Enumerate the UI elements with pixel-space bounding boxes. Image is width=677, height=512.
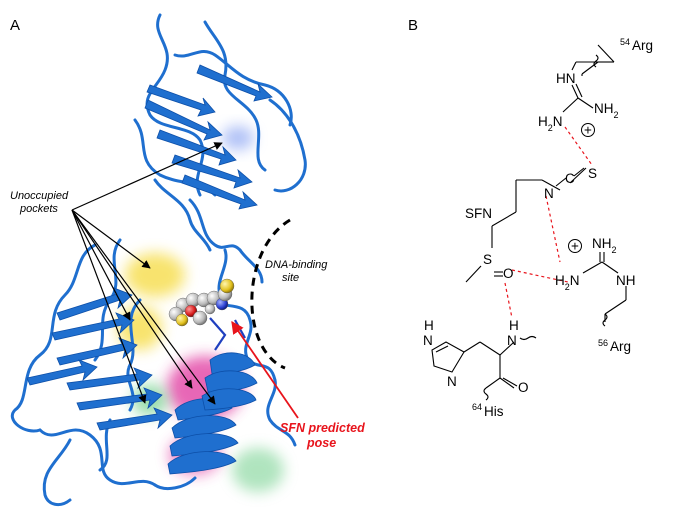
- positive-charge-icon-2: [568, 239, 582, 253]
- nh2-right-label: NH2: [594, 101, 619, 120]
- arg56-nh-label: NH: [616, 273, 636, 288]
- c-atom-label: C: [565, 171, 575, 186]
- hydrogen-bonds: [504, 126, 593, 319]
- his-h-label: H: [509, 318, 519, 333]
- h2n-left-label: H2N: [538, 114, 563, 133]
- arg56-nh2-top-label: NH2: [592, 236, 617, 255]
- arg56-h2n-label: H2N: [555, 273, 580, 292]
- sfn-ligand: [168, 278, 235, 327]
- imidazole-h-label: H: [424, 318, 434, 333]
- n-atom-label: N: [544, 186, 554, 201]
- protein-upper-strands: [144, 64, 273, 210]
- sfn-label: SFN: [465, 206, 492, 221]
- panel-a-label: A: [10, 17, 20, 34]
- sfn-pose-arrow: [231, 320, 299, 419]
- structure-bonds: [431, 44, 627, 401]
- pocket-green-lower: [232, 448, 284, 492]
- positive-charge-sign: +: [584, 123, 592, 138]
- arg54-label: Arg: [632, 38, 653, 53]
- panel-b-label: B: [408, 17, 418, 34]
- his-o-label: O: [518, 380, 529, 395]
- atom: [175, 313, 189, 327]
- dna-binding-site-label-line1: DNA-binding: [265, 259, 328, 271]
- structure-labels: 54 Arg HN H2N NH2 + S C N SFN S O + NH2 …: [423, 37, 653, 419]
- arg54-number: 54: [620, 37, 630, 47]
- his-n-label: N: [507, 333, 517, 348]
- his64-label: His: [484, 404, 504, 419]
- positive-charge-icon: [581, 123, 595, 137]
- pocket-blue: [222, 126, 254, 150]
- dna-binding-site-label-line2: site: [282, 272, 299, 284]
- panel-b: B: [408, 17, 653, 419]
- imidazole-n-label: N: [447, 374, 457, 389]
- pocket-arrows: [71, 142, 223, 405]
- positive-charge-sign-2: +: [571, 239, 579, 254]
- pocket-yellow: [125, 253, 185, 297]
- arg56-label: Arg: [610, 339, 631, 354]
- atom: [219, 278, 235, 294]
- sfn-pose-label-line2: pose: [306, 436, 336, 450]
- s-atom-label: S: [588, 166, 597, 181]
- dna-binding-site-arc: [250, 218, 291, 370]
- sfn-pose-label-line1: SFN predicted: [280, 421, 365, 435]
- unoccupied-pockets-label-line2: pockets: [19, 203, 58, 215]
- imidazole-nh-label: N: [423, 333, 433, 348]
- unoccupied-pockets-label-line1: Unoccupied: [10, 190, 69, 202]
- hn-label: HN: [556, 71, 576, 86]
- his64-number: 64: [472, 402, 482, 412]
- arg56-number: 56: [598, 338, 608, 348]
- panel-a: A: [10, 13, 365, 507]
- protein-upper-domain: [133, 13, 307, 252]
- atom: [184, 304, 198, 318]
- sulfoxide-s-label: S: [483, 252, 492, 267]
- sulfoxide-o-label: O: [503, 266, 514, 281]
- protein-helix: [167, 352, 258, 475]
- atom: [192, 310, 208, 326]
- atom: [204, 303, 216, 315]
